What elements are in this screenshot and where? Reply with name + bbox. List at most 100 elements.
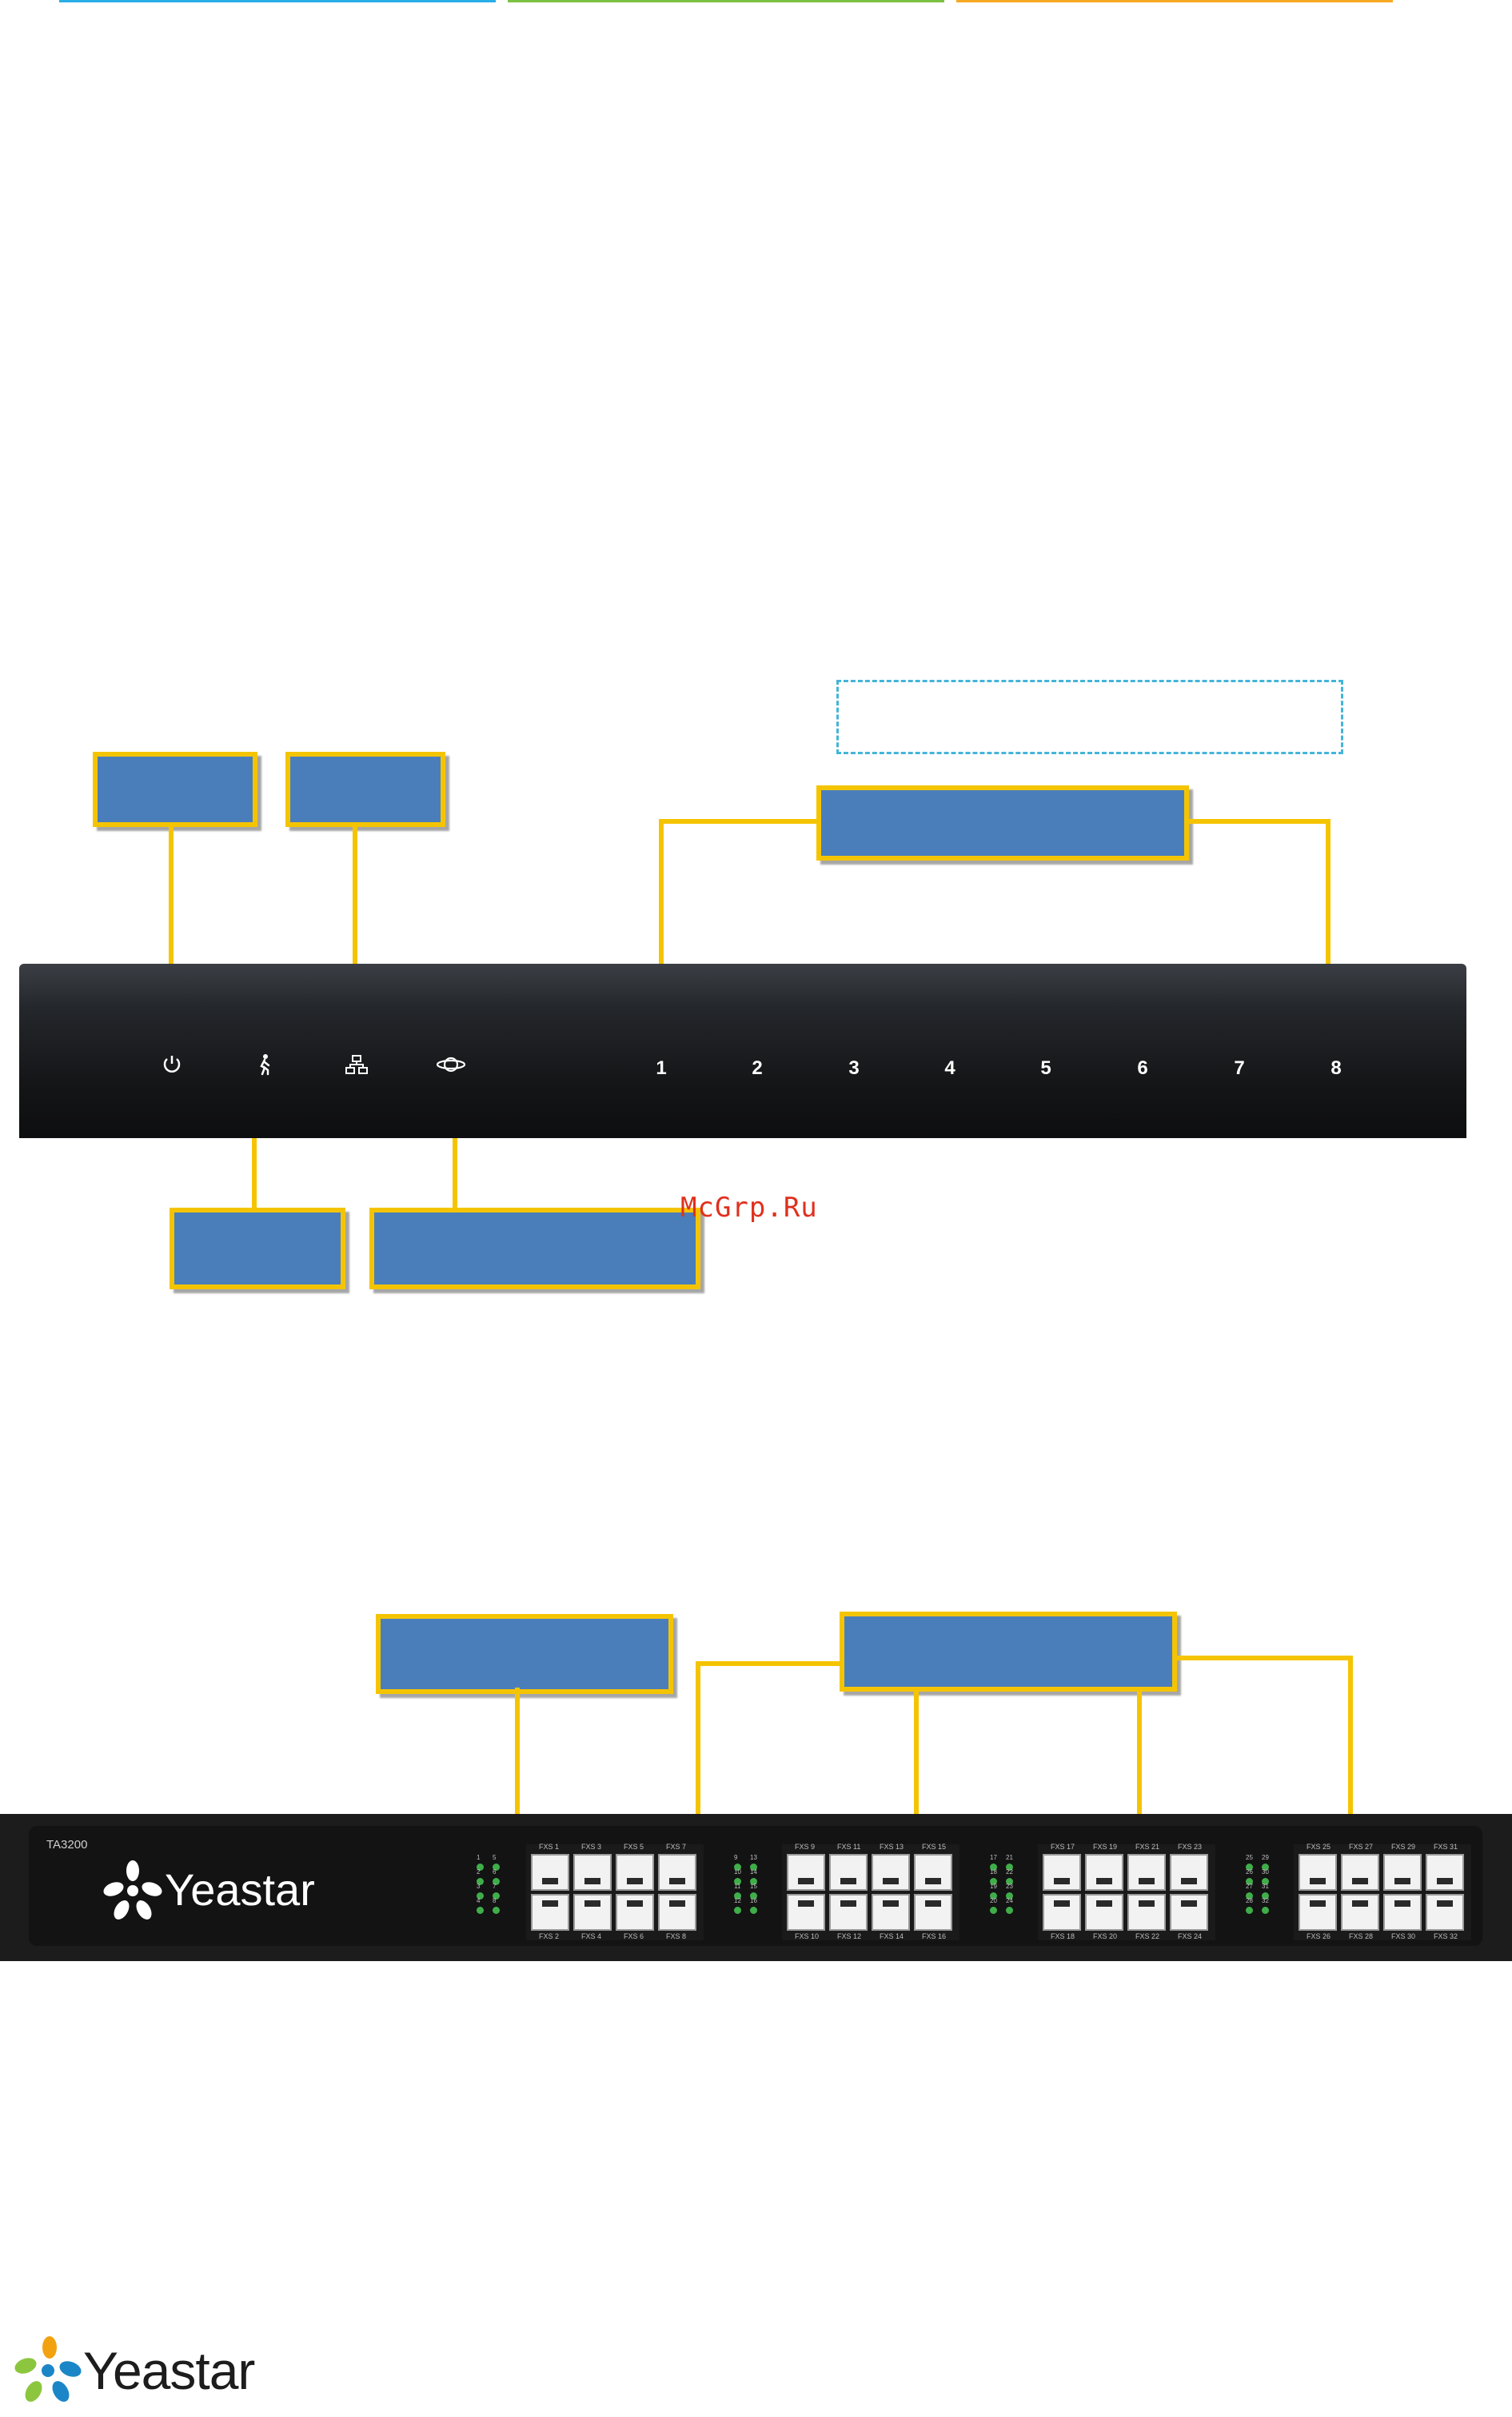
status-led [990, 1878, 997, 1885]
status-led [1006, 1892, 1013, 1900]
status-led-number: 17 [990, 1854, 997, 1861]
fxs-port-label: FXS 32 [1434, 1932, 1458, 1940]
fxs-port[interactable] [616, 1894, 654, 1931]
fxs-port[interactable] [1170, 1854, 1208, 1891]
status-led [477, 1892, 484, 1900]
fxs-port[interactable] [1383, 1854, 1422, 1891]
status-led [750, 1878, 757, 1885]
fxs-port[interactable] [787, 1894, 825, 1931]
fxs-port-label: FXS 15 [922, 1843, 947, 1851]
status-led [734, 1864, 741, 1871]
fxs-port-label: FXS 31 [1434, 1843, 1458, 1851]
status-led [1006, 1907, 1013, 1914]
fxs-port-label: FXS 21 [1135, 1843, 1160, 1851]
fxs-port-label: FXS 20 [1093, 1932, 1118, 1940]
connector-line [252, 1138, 257, 1210]
fxs-port[interactable] [531, 1854, 569, 1891]
fxs-port-label: FXS 13 [880, 1843, 904, 1851]
connector-line [1137, 1688, 1142, 1816]
status-led-number: 15 [750, 1883, 757, 1890]
status-led [1006, 1878, 1013, 1885]
fxs-port[interactable] [573, 1894, 612, 1931]
fxs-port[interactable] [1426, 1854, 1464, 1891]
port-number-1: 1 [656, 1057, 667, 1079]
status-led [1246, 1864, 1253, 1871]
fxs-port[interactable] [573, 1854, 612, 1891]
fxs-port[interactable] [829, 1894, 868, 1931]
connector-line [515, 1688, 520, 1816]
port-number-6: 6 [1137, 1057, 1148, 1079]
fxs-port[interactable] [658, 1894, 696, 1931]
fxs-port[interactable] [1043, 1894, 1081, 1931]
status-led [493, 1864, 500, 1871]
fxs-port[interactable] [787, 1854, 825, 1891]
top-rule-green [508, 0, 944, 2]
status-led-number: 28 [1246, 1897, 1253, 1904]
connector-line [353, 827, 357, 965]
fxs-port[interactable] [872, 1894, 910, 1931]
status-led-number: 6 [493, 1868, 497, 1876]
connector-line [1188, 819, 1330, 824]
footer-brand: Yeastar [83, 2341, 255, 2400]
status-led [750, 1907, 757, 1914]
fxs-port[interactable] [1170, 1894, 1208, 1931]
fxs-port-label: FXS 2 [539, 1932, 560, 1940]
connector-line [453, 1138, 457, 1210]
top-rule-blue [59, 0, 496, 2]
status-led [990, 1864, 997, 1871]
fxs-port[interactable] [658, 1854, 696, 1891]
fxs-port-label: FXS 14 [880, 1932, 904, 1940]
fxs-port[interactable] [1341, 1854, 1379, 1891]
fxs-port-label: FXS 27 [1349, 1843, 1374, 1851]
watermark: McGrp.Ru [680, 1192, 818, 1224]
fxs-port[interactable] [1127, 1854, 1166, 1891]
fxs-port-label: FXS 3 [581, 1843, 602, 1851]
port-number-2: 2 [752, 1057, 763, 1079]
dashed-placeholder-box [836, 680, 1343, 754]
fxs-port-label: FXS 16 [922, 1932, 947, 1940]
rack-brand: Yeastar [165, 1864, 315, 1915]
fxs-port-label: FXS 9 [795, 1843, 816, 1851]
status-led [734, 1892, 741, 1900]
status-led [493, 1892, 500, 1900]
fxs-port-label: FXS 11 [837, 1843, 861, 1851]
fxs-port[interactable] [829, 1854, 868, 1891]
port-number-7: 7 [1234, 1057, 1245, 1079]
fxs-port[interactable] [531, 1894, 569, 1931]
internet-icon [436, 1057, 466, 1073]
status-led-number: 12 [734, 1897, 741, 1904]
fxs-port[interactable] [872, 1854, 910, 1891]
fxs-port-label: FXS 26 [1307, 1932, 1331, 1940]
status-led-number: 22 [1006, 1868, 1013, 1876]
fxs-port[interactable] [1043, 1854, 1081, 1891]
status-led-number: 27 [1246, 1883, 1253, 1890]
callout-port-leds [816, 785, 1189, 861]
status-led [990, 1892, 997, 1900]
front-panel [19, 964, 1466, 1138]
status-led-number: 3 [477, 1883, 481, 1890]
fxs-port[interactable] [1341, 1894, 1379, 1931]
status-led-number: 26 [1246, 1868, 1253, 1876]
fxs-port[interactable] [1383, 1894, 1422, 1931]
fxs-port[interactable] [1299, 1894, 1337, 1931]
status-led [493, 1907, 500, 1914]
fxs-port[interactable] [616, 1854, 654, 1891]
fxs-port[interactable] [914, 1854, 952, 1891]
port-number-3: 3 [848, 1057, 860, 1079]
fxs-port[interactable] [914, 1894, 952, 1931]
status-led-number: 21 [1006, 1854, 1013, 1861]
fxs-port-label: FXS 10 [795, 1932, 820, 1940]
fxs-port[interactable] [1085, 1894, 1123, 1931]
fxs-port[interactable] [1085, 1854, 1123, 1891]
status-led-number: 13 [750, 1854, 757, 1861]
fxs-port[interactable] [1299, 1854, 1337, 1891]
fxs-port-label: FXS 4 [581, 1932, 602, 1940]
status-led-number: 2 [477, 1868, 481, 1876]
fxs-port[interactable] [1426, 1894, 1464, 1931]
callout-status-leds [376, 1614, 673, 1694]
callout-network-led [170, 1208, 345, 1289]
status-led [990, 1907, 997, 1914]
fxs-port[interactable] [1127, 1894, 1166, 1931]
fxs-port-label: FXS 23 [1178, 1843, 1203, 1851]
connector-line [696, 1661, 841, 1666]
